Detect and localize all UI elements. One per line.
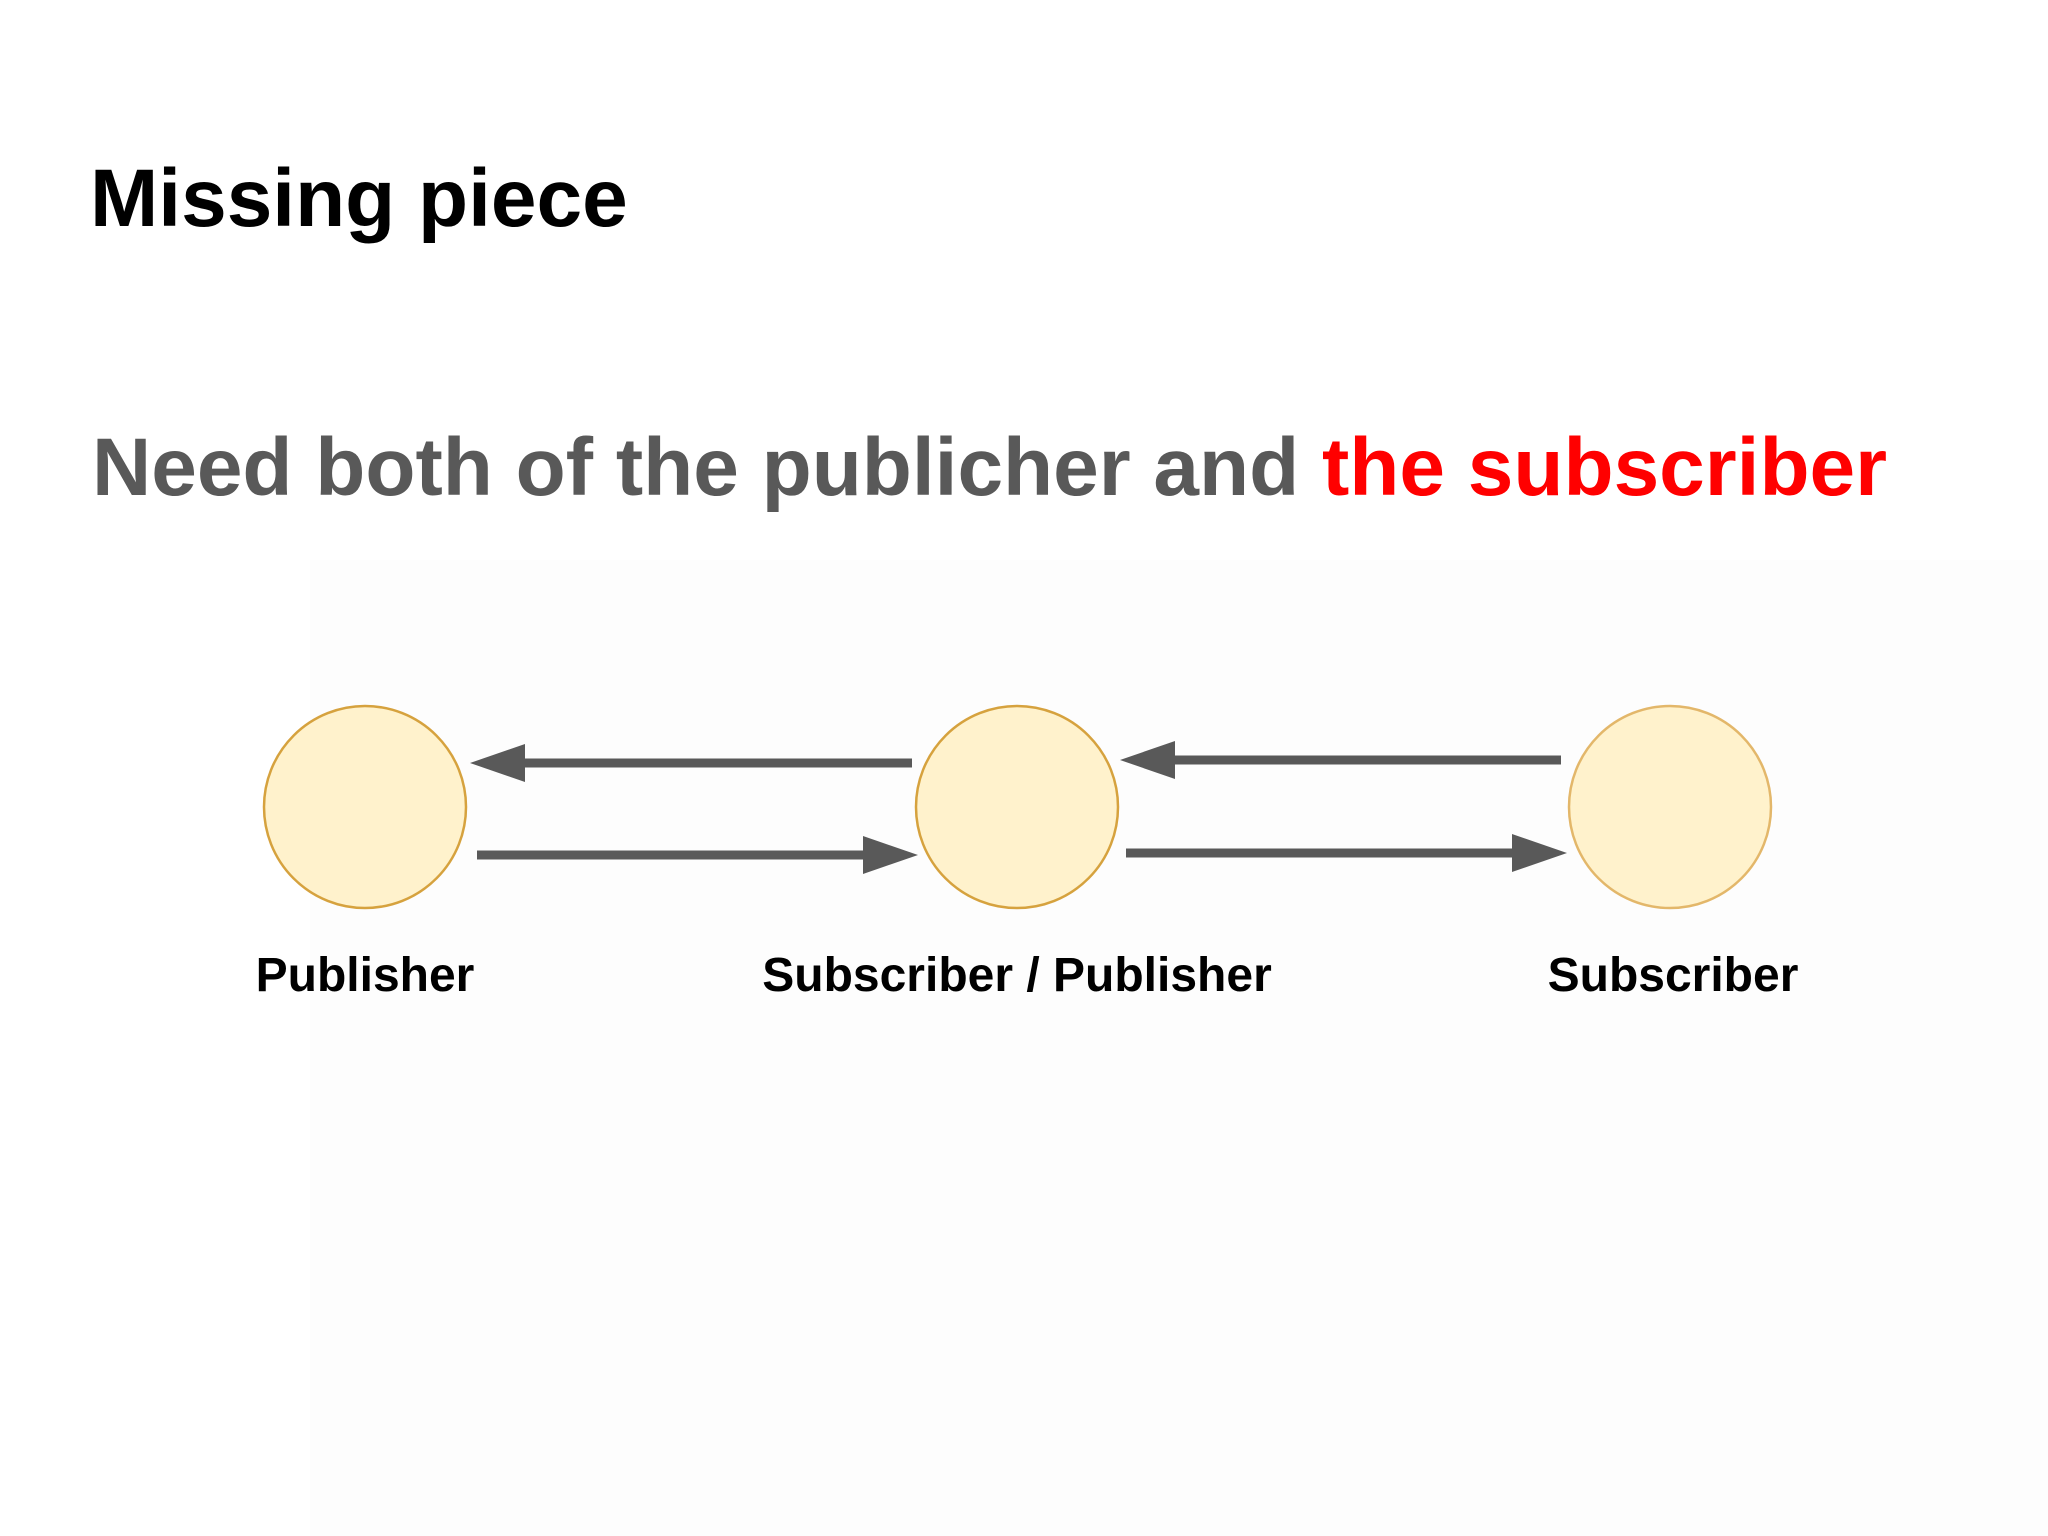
- label-publisher: Publisher: [255, 949, 475, 1002]
- node-publisher: [262, 704, 468, 910]
- node-subscriber: [1567, 704, 1773, 910]
- label-subscriber-publisher: Subscriber / Publisher: [762, 949, 1272, 1002]
- slide-title: Missing piece: [90, 153, 628, 244]
- subtitle-text: Need both of the publicher and: [92, 422, 1322, 513]
- edge-subscriber-publisher-to-subscriber: [1126, 834, 1567, 872]
- background-panel: [310, 560, 2048, 1536]
- edge-publisher-to-subscriber-publisher: [477, 836, 918, 874]
- slide-subtitle: Need both of the publicher and the subsc…: [92, 427, 1887, 509]
- edge-subscriber-to-subscriber-publisher: [1120, 741, 1561, 779]
- edge-subscriber-publisher-to-publisher: [470, 744, 912, 782]
- node-subscriber-publisher: [914, 704, 1120, 910]
- label-subscriber: Subscriber: [1547, 949, 1799, 1002]
- subtitle-highlight: the subscriber: [1322, 422, 1888, 513]
